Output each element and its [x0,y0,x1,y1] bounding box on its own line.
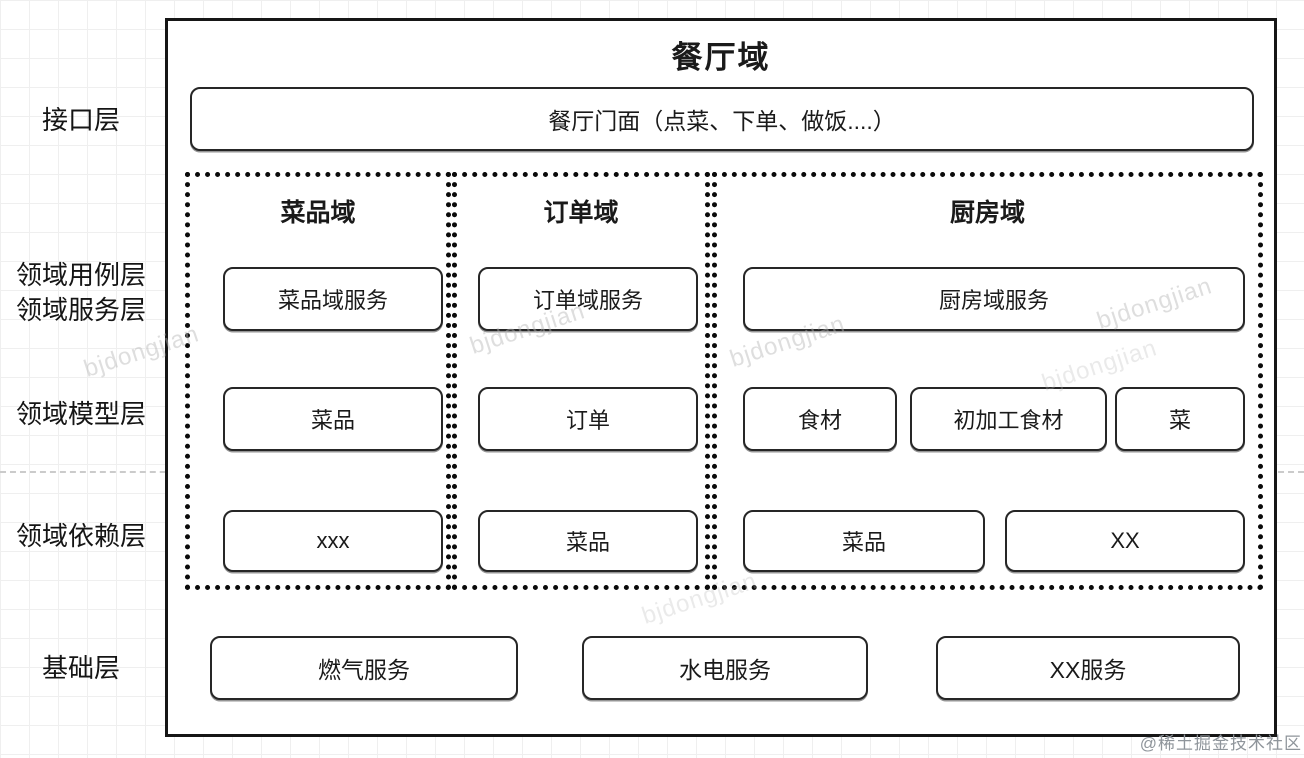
layer-label-base: 基础层 [41,653,120,683]
order-service-node: 订单域服务 [478,267,698,331]
layer-label-model: 领域模型层 [15,399,146,429]
base-service-utilities-node: 水电服务 [582,636,868,700]
dish-service-node: 菜品域服务 [223,267,443,331]
layer-label-dependency: 领域依赖层 [15,521,146,551]
domain-box-dish: 菜品域 菜品域服务 菜品 xxx [185,172,451,590]
domain-heading-dish: 菜品域 [280,199,356,227]
layer-label-usecase-line2: 领域服务层 [15,295,146,325]
layer-label-usecase-line1: 领域用例层 [15,260,146,290]
order-model-node: 订单 [478,387,698,451]
order-dependency-node: 菜品 [478,510,698,572]
facade-node: 餐厅门面（点菜、下单、做饭....） [190,87,1254,151]
kitchen-model-ingredient-node: 食材 [743,387,897,451]
domain-heading-kitchen: 厨房域 [949,199,1025,227]
kitchen-model-dish-node: 菜 [1115,387,1245,451]
layer-label-interface: 接口层 [41,105,120,135]
kitchen-dependency-xx-node: XX [1005,510,1245,572]
dish-dependency-node: xxx [223,510,443,572]
community-credit: @稀土掘金技术社区 [1139,734,1302,753]
kitchen-dependency-dish-node: 菜品 [743,510,985,572]
domain-box-order: 订单域 订单域服务 订单 菜品 [452,172,710,590]
layer-label-usecase-service: 领域用例层 领域服务层 [0,258,162,328]
base-service-gas-node: 燃气服务 [210,636,518,700]
diagram-title: 餐厅域 [671,40,771,75]
domain-box-kitchen: 厨房域 厨房域服务 食材 初加工食材 菜 菜品 XX [712,172,1263,590]
dish-model-node: 菜品 [223,387,443,451]
kitchen-service-node: 厨房域服务 [743,267,1245,331]
kitchen-model-prepped-node: 初加工食材 [910,387,1107,451]
base-service-xx-node: XX服务 [936,636,1240,700]
domain-heading-order: 订单域 [543,199,619,227]
